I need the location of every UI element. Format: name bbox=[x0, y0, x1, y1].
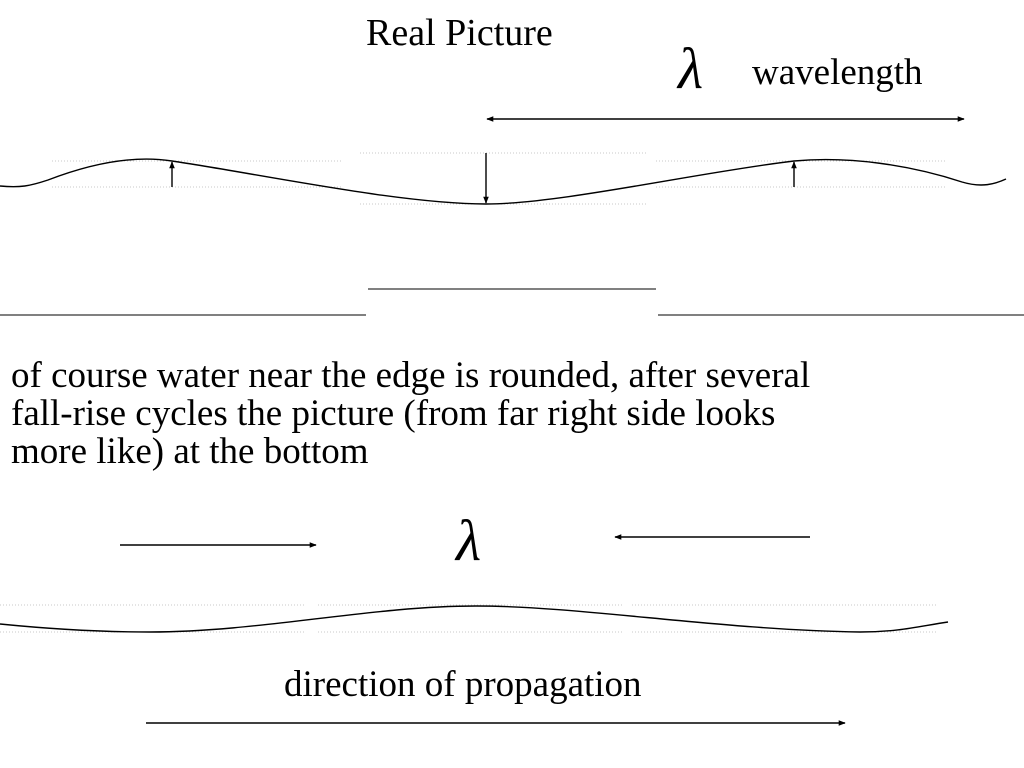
wavelength-label: wavelength bbox=[752, 52, 923, 93]
explanation-paragraph: of course water near the edge is rounded… bbox=[11, 357, 1011, 471]
top-wave-guides bbox=[52, 152, 946, 205]
paragraph-line: of course water near the edge is rounded… bbox=[11, 355, 811, 396]
direction-label: direction of propagation bbox=[284, 664, 642, 705]
paragraph-line: fall-rise cycles the picture (from far r… bbox=[11, 393, 776, 434]
bottom-wave-curve bbox=[0, 605, 949, 633]
lambda-symbol-bottom: λ bbox=[456, 508, 482, 573]
paragraph-line: more like) at the bottom bbox=[11, 431, 369, 472]
top-wave-curve bbox=[0, 158, 1007, 205]
slide-title: Real Picture bbox=[366, 12, 553, 54]
still-water-lines bbox=[0, 288, 1024, 316]
bottom-wave-guides bbox=[0, 604, 936, 633]
lambda-symbol-top: λ bbox=[678, 36, 704, 101]
